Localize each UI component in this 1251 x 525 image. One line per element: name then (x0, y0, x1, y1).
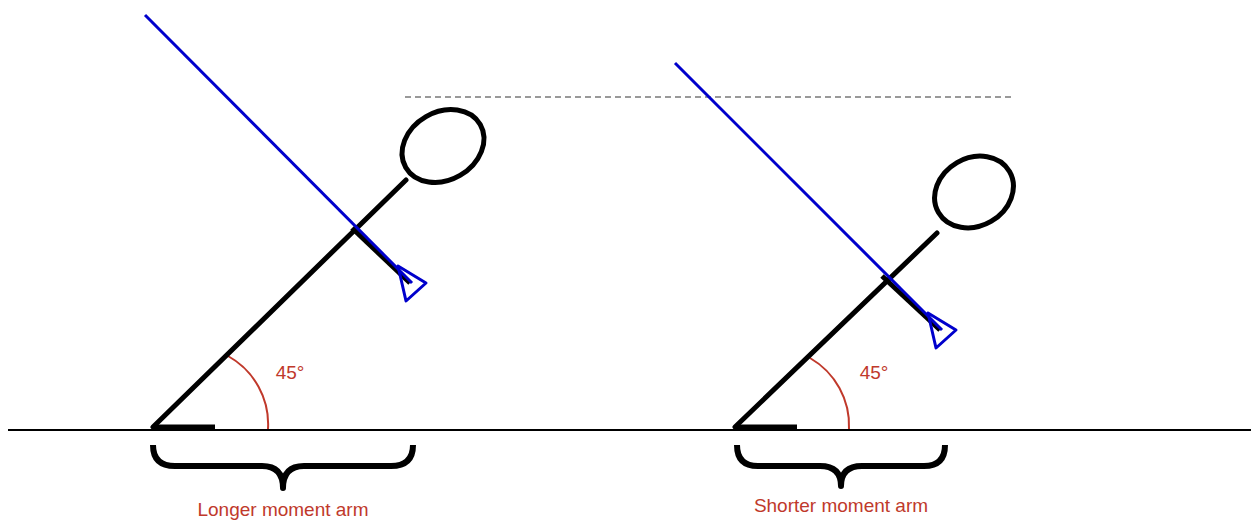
moment-arm-label: Shorter moment arm (754, 495, 928, 518)
moment-arm-label: Longer moment arm (197, 499, 368, 522)
angle-label: 45° (276, 362, 305, 385)
angle-label: 45° (860, 362, 889, 385)
figure-right (675, 63, 1027, 486)
figure-left (145, 15, 497, 488)
